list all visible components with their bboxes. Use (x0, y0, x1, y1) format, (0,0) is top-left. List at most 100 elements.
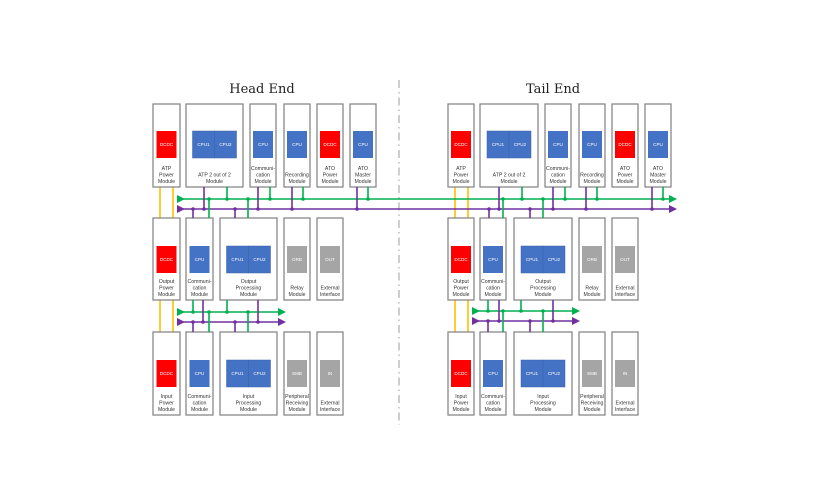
chip-label: SMB (587, 371, 597, 376)
module-label: Module (288, 407, 305, 413)
bus-junction (233, 320, 237, 324)
module-label: Module (549, 179, 566, 185)
chip-label: IN (623, 371, 628, 376)
cpu-chip (189, 360, 210, 387)
module-label: ATP (162, 166, 172, 172)
bus-junction (595, 197, 599, 201)
module-label: Module (191, 407, 208, 413)
bus-junction (207, 310, 211, 314)
chip-label: ORB (587, 257, 597, 262)
module-label: Module (534, 407, 551, 413)
module-label: Communi- (546, 166, 570, 172)
module-label: Module (240, 407, 257, 413)
module-label: Power (159, 286, 174, 292)
module-label: Module (452, 292, 469, 298)
bus-junction (191, 320, 195, 324)
chip-label: CPU2 (514, 142, 527, 147)
chip-label: DCDC (323, 142, 337, 147)
chip-label: CPU1 (492, 142, 505, 147)
io-chip (582, 360, 602, 387)
io-chip (320, 360, 340, 387)
module-label: Interface (615, 407, 635, 413)
power-chip (451, 360, 471, 387)
module-label: Input (455, 394, 467, 400)
module-label: ATO (653, 166, 663, 172)
bus-junction (246, 197, 250, 201)
cpu-chip (248, 359, 271, 388)
module-label: Communi- (251, 166, 275, 172)
module-label: Module (484, 292, 501, 298)
chip-label: CPU (653, 142, 663, 147)
module-label: Communi- (481, 279, 505, 285)
chip-label: DCDC (454, 371, 468, 376)
module-label: Interface (615, 292, 635, 298)
bus-junction (207, 197, 211, 201)
bus-junction (246, 310, 250, 314)
buses (177, 187, 677, 332)
bus-junction (541, 197, 545, 201)
bus-junction (563, 197, 567, 201)
chip-label: CPU1 (231, 371, 244, 376)
module-label: Power (454, 173, 469, 179)
chip-label: CPU (553, 142, 563, 147)
bus-junction (551, 319, 555, 323)
tail-end-title: Tail End (526, 82, 580, 97)
chip-label: CPU (195, 257, 205, 262)
bus-junction (501, 309, 505, 313)
module-label: Power (454, 401, 469, 407)
chip-label: CPU (587, 142, 597, 147)
chip-label: CPU (488, 371, 498, 376)
chip-label: CPU (292, 142, 302, 147)
module-label: cation (551, 173, 565, 179)
module-label: ATO (358, 166, 368, 172)
chip-label: DCDC (160, 257, 174, 262)
cpu-chip (542, 245, 566, 274)
module-label: Receiving (286, 401, 309, 407)
power-chip (451, 246, 471, 273)
module-label: Peripheral (580, 394, 604, 400)
module-label: cation (193, 401, 207, 407)
module-label: Input (161, 394, 173, 400)
chip-label: DCDC (160, 142, 174, 147)
module-label: cation (256, 173, 270, 179)
module-label: Receiving (581, 401, 604, 407)
bus-junction (551, 207, 555, 211)
module-label: ATP 2 out of 2 (198, 173, 231, 179)
module-label: External (615, 401, 634, 407)
bus-junction (486, 319, 490, 323)
chip-label: IN (328, 371, 333, 376)
module-label: ATO (620, 166, 630, 172)
module-label: Module (206, 179, 223, 185)
module-label: Module (583, 179, 600, 185)
module-label: Processing (236, 286, 262, 292)
module-label: Relay (290, 286, 304, 292)
io-chip (287, 246, 307, 273)
module-label: Input (537, 394, 549, 400)
cpu-chip (483, 246, 503, 273)
module-label: cation (193, 286, 207, 292)
bus-junction (225, 197, 229, 201)
cpu-chip (248, 245, 271, 274)
module-label: Processing (236, 401, 262, 407)
bus-junction (366, 197, 370, 201)
chip-label: CPU2 (253, 371, 266, 376)
bus-junction (528, 207, 532, 211)
module-label: Module (158, 179, 175, 185)
module-label: Processing (530, 401, 556, 407)
module-label: Recording (580, 173, 604, 179)
power-chip (156, 131, 177, 158)
chip-label: CPU2 (219, 142, 232, 147)
module-label: Module (288, 292, 305, 298)
module-label: External (320, 286, 339, 292)
cpu-chip (542, 359, 566, 388)
io-chip (582, 246, 602, 273)
